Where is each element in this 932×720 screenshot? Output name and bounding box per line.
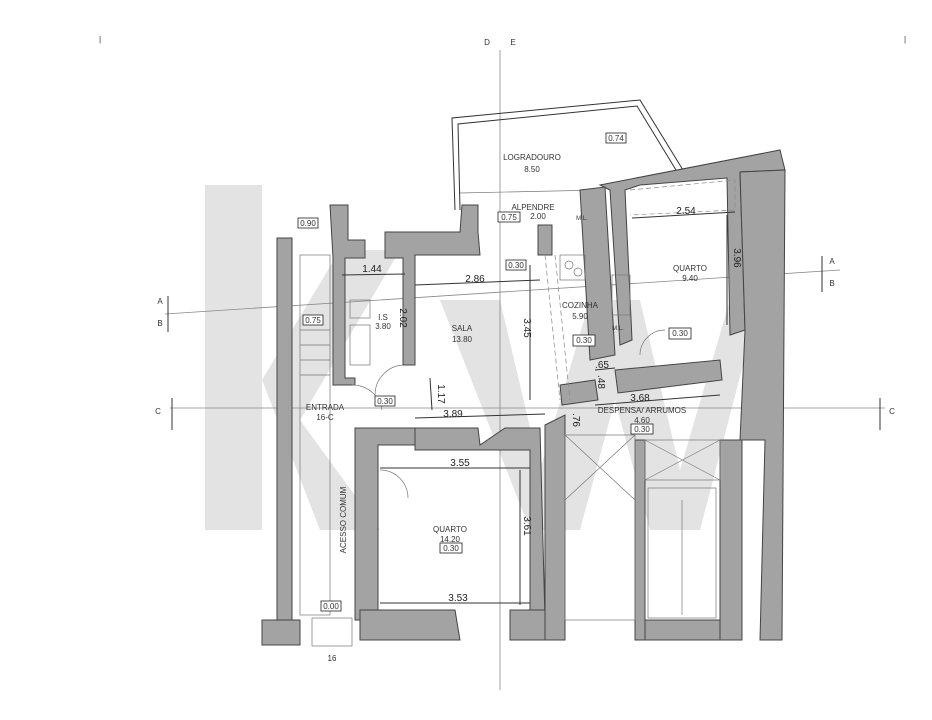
alpendre-area: 2.00 — [530, 212, 546, 221]
interior-lines — [299, 179, 736, 647]
dim-3-68: 3.68 — [630, 393, 650, 404]
is-area: 3.80 — [375, 322, 391, 331]
dim-3-61: 3.61 — [521, 516, 532, 536]
door-number: 16 — [328, 654, 337, 663]
quarto-large-area: 14.20 — [440, 535, 461, 544]
acesso-comum-name: ACESSO COMUM — [339, 486, 348, 553]
axis-label-e: E — [510, 38, 515, 47]
dim-2-86: 2.86 — [465, 274, 485, 285]
alpendre-height: 0.75 — [501, 213, 517, 222]
alpendre-ml: M.L. — [576, 216, 588, 222]
axis-label-b-right: B — [829, 279, 834, 288]
sala-height: 0.30 — [508, 261, 524, 270]
axis-label-c-left: C — [155, 407, 161, 416]
logradouro-name: LOGRADOURO — [503, 153, 561, 162]
logradouro-outline — [451, 99, 684, 211]
dim-1-44: 1.44 — [362, 264, 382, 275]
logradouro-height: 0.74 — [608, 134, 624, 143]
entrada-name: ENTRADA — [306, 403, 345, 412]
dim-3-89: 3.89 — [443, 409, 463, 420]
despensa-height: 0.30 — [634, 425, 650, 434]
dim-1-17: 1.17 — [435, 384, 446, 404]
entrada-area: 16-C — [316, 413, 334, 422]
dim-0-48: .48 — [595, 375, 606, 389]
axis-label-d: D — [484, 38, 490, 47]
dim-2-02: 2.02 — [397, 308, 408, 328]
axis-label-a-left: A — [157, 297, 163, 306]
dim-3-55: 3.55 — [450, 458, 470, 469]
dimension-lines — [341, 211, 736, 605]
despensa-area: 4.60 — [634, 416, 650, 425]
axis-mark-left: | — [99, 35, 101, 44]
walls — [261, 149, 786, 646]
top-left-height: 0.90 — [300, 219, 316, 228]
quarto-small-area: 9.40 — [682, 274, 698, 283]
sala-name: SALA — [452, 324, 473, 333]
cozinha-height: 0.30 — [576, 336, 592, 345]
quarto-large-name: QUARTO — [433, 525, 467, 534]
quarto-large-height: 0.30 — [443, 544, 459, 553]
axis-mark-right: | — [904, 35, 906, 44]
acesso-height: 0.00 — [323, 602, 339, 611]
axis-label-c-right: C — [889, 407, 895, 416]
logradouro-area: 8.50 — [524, 165, 540, 174]
axis-label-b-left: B — [157, 319, 162, 328]
is-name: I.S — [378, 313, 388, 322]
dim-2-54: 2.54 — [676, 206, 696, 217]
stair-height: 0.75 — [305, 316, 321, 325]
cozinha-area: 5.90 — [572, 312, 588, 321]
sala-area: 13.80 — [452, 335, 473, 344]
dim-3-53: 3.53 — [448, 593, 468, 604]
dim-0-65: .65 — [595, 360, 609, 371]
axis-label-a-right: A — [829, 257, 835, 266]
dim-3-45: 3.45 — [521, 318, 532, 338]
despensa-name: DESPENSA/ ARRUMOS — [598, 406, 686, 415]
cozinha-name: COZINHA — [562, 301, 599, 310]
quarto-small-height: 0.30 — [672, 329, 688, 338]
cozinha-ml: M.L. — [612, 326, 624, 332]
dim-0-76: .76 — [570, 413, 581, 427]
entrada-height: 0.30 — [377, 397, 393, 406]
dim-3-96: 3.96 — [731, 248, 742, 268]
quarto-small-name: QUARTO — [673, 264, 707, 273]
alpendre-name: ALPENDRE — [511, 203, 554, 212]
